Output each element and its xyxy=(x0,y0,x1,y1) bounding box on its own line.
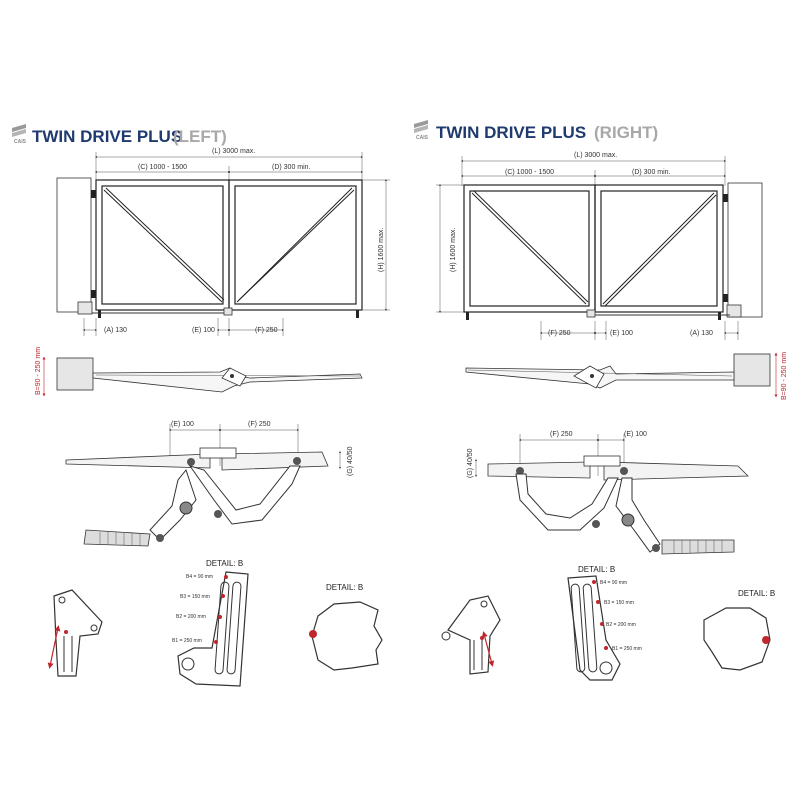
right-dim-F: (F) 250 xyxy=(548,330,571,337)
left-dim-C: (C) 1000 - 1500 xyxy=(138,164,187,171)
left-detail-b-label: DETAIL: B xyxy=(326,583,363,592)
left-detail-b-closeup: DETAIL: B xyxy=(309,583,383,671)
left-b4: B4 = 90 mm xyxy=(186,574,213,580)
left-pillar-top xyxy=(56,357,94,391)
left-plate-detail: DETAIL: B B4 = 90 mm B3 = 150 mm B2 = 20… xyxy=(172,559,249,687)
left-dim-A: (A) 130 xyxy=(104,327,127,334)
left-dim-D: (D) 300 min. xyxy=(272,164,311,171)
left-b2: B2 = 200 mm xyxy=(176,614,206,620)
right-plate-detail: DETAIL: B B4 = 90 mm B3 = 150 mm B2 = 20… xyxy=(567,565,642,681)
left-dim-F2: (F) 250 xyxy=(248,421,271,428)
left-dim-F: (F) 250 xyxy=(255,327,278,334)
right-dim-H: (H) 1600 max. xyxy=(450,228,457,272)
right-top-view: B=90 - 250 mm xyxy=(465,352,788,400)
right-dim-E: (E) 100 xyxy=(610,330,633,337)
left-title-side: (LEFT) xyxy=(173,127,227,146)
right-dim-F2: (F) 250 xyxy=(550,431,573,438)
right-gate-elevation: (L) 3000 max. (C) 1000 - 1500 (D) 300 mi… xyxy=(436,152,763,340)
right-title: TWIN DRIVE PLUS xyxy=(436,123,586,142)
left-dim-L: (L) 3000 max. xyxy=(212,148,255,155)
right-dim-A: (A) 130 xyxy=(690,330,713,337)
right-bracket-detail xyxy=(441,595,501,675)
right-dim-E2: (E) 100 xyxy=(624,431,647,438)
cais-logo-right: CAIS xyxy=(414,120,429,141)
left-dim-B: B=90 - 250 mm xyxy=(35,347,42,395)
left-motor-box xyxy=(77,301,93,315)
right-dim-C: (C) 1000 - 1500 xyxy=(505,169,554,176)
right-title-block: CAIS TWIN DRIVE PLUS (RIGHT) xyxy=(414,120,658,142)
right-dim-L: (L) 3000 max. xyxy=(574,152,617,159)
left-dim-G: (G) 40/50 xyxy=(347,446,354,476)
left-pillar xyxy=(56,177,92,313)
right-detail-b-closeup: DETAIL: B xyxy=(703,589,775,671)
logo-text: CAIS xyxy=(14,139,27,145)
right-motor-box xyxy=(726,304,742,318)
left-detail-b-small: DETAIL: B xyxy=(206,559,243,568)
right-b4: B4 = 90 mm xyxy=(600,580,627,586)
right-detail-b-label: DETAIL: B xyxy=(738,589,775,598)
left-top-view: B=90 - 250 mm xyxy=(35,347,363,397)
cais-logo-left: CAIS xyxy=(12,124,27,145)
logo-text: CAIS xyxy=(416,135,429,141)
left-b1: B1 = 250 mm xyxy=(172,638,202,644)
right-detail-b-small: DETAIL: B xyxy=(578,565,615,574)
left-dim-E: (E) 100 xyxy=(192,327,215,334)
left-title-block: CAIS TWIN DRIVE PLUS (LEFT) xyxy=(12,124,227,146)
left-gate-elevation: (L) 3000 max. (C) 1000 - 1500 (D) 300 mi… xyxy=(56,148,390,336)
right-dim-D: (D) 300 min. xyxy=(632,169,671,176)
right-title-side: (RIGHT) xyxy=(594,123,658,142)
left-b3: B3 = 150 mm xyxy=(180,594,210,600)
right-arm-detail: (F) 250 (E) 100 (G) 40/50 xyxy=(467,431,749,555)
left-arm-detail: (E) 100 (F) 250 (G) 40/50 xyxy=(65,421,354,547)
left-bracket-detail xyxy=(47,589,103,677)
right-b2: B2 = 200 mm xyxy=(606,622,636,628)
right-pillar-top xyxy=(733,353,771,387)
left-title: TWIN DRIVE PLUS xyxy=(32,127,182,146)
right-dim-G: (G) 40/50 xyxy=(467,448,474,478)
right-dim-B: B=90 - 250 mm xyxy=(781,352,788,400)
right-b1: B1 = 250 mm xyxy=(612,646,642,652)
left-dim-E2: (E) 100 xyxy=(171,421,194,428)
right-b3: B3 = 150 mm xyxy=(604,600,634,606)
right-pillar xyxy=(727,182,763,318)
left-dim-H: (H) 1600 max. xyxy=(378,228,385,272)
